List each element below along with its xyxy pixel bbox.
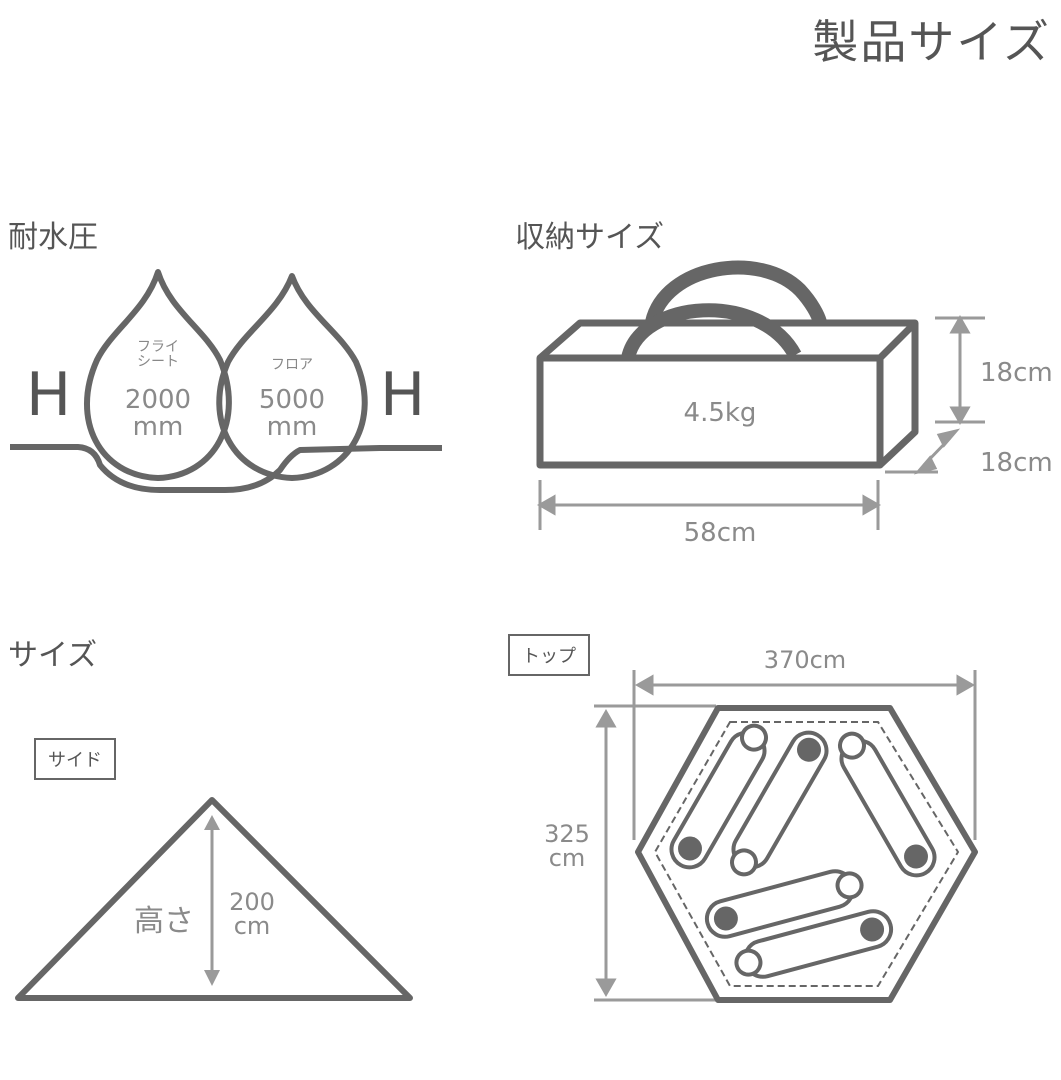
sleeping-bag-icon xyxy=(730,730,829,877)
side-height-unit: cm xyxy=(233,912,271,940)
top-view-illustration xyxy=(594,670,978,1003)
bag-top-face xyxy=(537,319,919,361)
fly-sheet-label-line1: フライ xyxy=(137,339,179,355)
storage-dimension-lines xyxy=(536,314,985,530)
tent-inner-dashed xyxy=(653,721,960,987)
water-pressure-heading: 耐水圧 xyxy=(8,220,98,255)
top-depth-number: 325 xyxy=(544,820,590,848)
sleeping-bag-icon xyxy=(704,869,864,939)
side-view-tag: サイド xyxy=(34,738,116,780)
sleeping-bag-icon xyxy=(669,723,768,870)
h-right-label: H xyxy=(380,360,426,430)
ground-line xyxy=(10,444,442,493)
side-height-number: 200 xyxy=(229,888,275,916)
floor-drop-icon xyxy=(216,273,368,481)
top-depth-value: 325 cm xyxy=(532,822,602,870)
storage-width: 58cm xyxy=(683,518,757,548)
side-view-illustration xyxy=(15,797,413,1001)
floor-value-number: 5000 xyxy=(258,385,326,415)
storage-height: 18cm xyxy=(980,358,1053,388)
storage-heading: 収納サイズ xyxy=(515,220,665,255)
fly-sheet-label-line2: シート xyxy=(137,354,179,370)
fly-sheet-value-number: 2000 xyxy=(124,385,192,415)
bag-handle-back xyxy=(645,260,827,325)
storage-bag-illustration xyxy=(536,260,919,469)
bag-side-face xyxy=(877,323,919,468)
size-heading: サイズ xyxy=(8,638,98,673)
floor-value: 5000 mm xyxy=(242,387,342,441)
floor-label: フロア xyxy=(271,357,313,373)
sleeping-bag-icon xyxy=(734,909,894,979)
storage-weight: 4.5kg xyxy=(683,398,757,428)
side-height-label: 高さ xyxy=(134,904,194,939)
bag-handle-front xyxy=(621,303,802,361)
tent-side-triangle xyxy=(15,797,413,1001)
floor-value-unit: mm xyxy=(266,412,318,442)
fly-sheet-value-unit: mm xyxy=(132,412,184,442)
side-height-value: 200 cm xyxy=(222,890,282,938)
sleeping-bag-icon xyxy=(838,731,937,878)
fly-sheet-value: 2000 mm xyxy=(108,387,208,441)
h-left-label: H xyxy=(26,360,72,430)
top-depth-unit: cm xyxy=(548,844,586,872)
page-title: 製品サイズ xyxy=(812,15,1051,69)
fly-sheet-label: フライ シート xyxy=(118,340,198,370)
water-drops-illustration xyxy=(10,269,442,493)
top-view-tag: トップ xyxy=(508,634,590,676)
top-width-value: 370cm xyxy=(763,646,847,674)
fly-sheet-drop-icon xyxy=(84,269,232,481)
storage-depth: 18cm xyxy=(980,448,1053,478)
